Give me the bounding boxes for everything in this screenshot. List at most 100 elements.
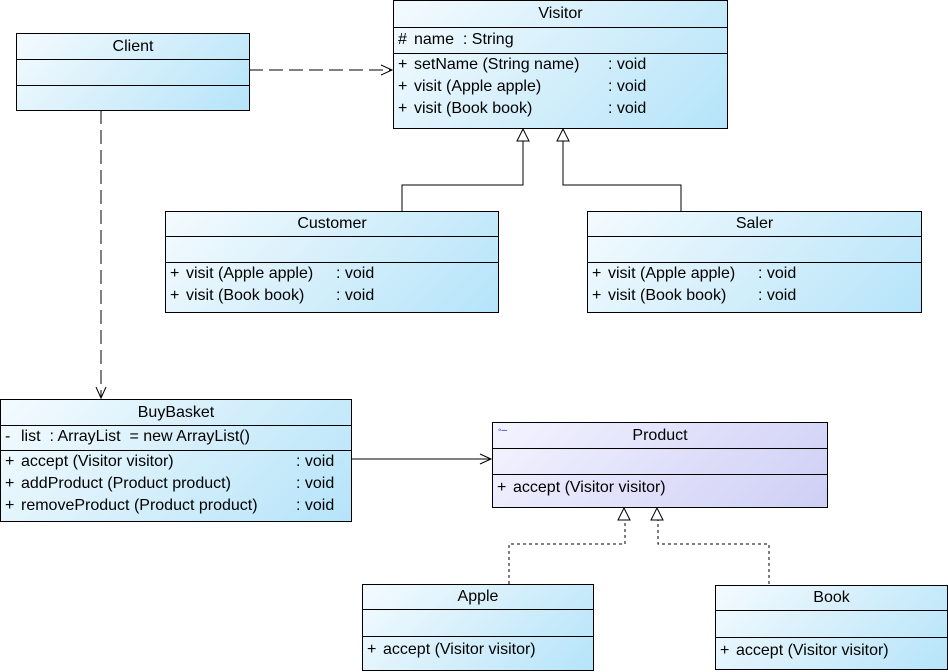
attributes-section: # name : String: [394, 28, 727, 54]
visibility-marker: +: [398, 78, 408, 95]
operation-signature: setName (String name): [414, 56, 580, 73]
attributes-section: [588, 237, 921, 263]
visibility-marker: +: [367, 641, 377, 658]
operation-signature: visit (Apple apple): [186, 265, 314, 282]
class-name: Client: [17, 34, 249, 60]
generalization-customer-visitor[interactable]: [401, 127, 530, 211]
operations-section: + visit (Apple apple) : void + visit (Book …: [166, 263, 498, 307]
hollow-triangle-icon: [516, 127, 530, 142]
class-apple[interactable]: Apple + accept (Visitor visitor): [362, 584, 594, 671]
class-visitor[interactable]: Visitor # name : String + setName (String …: [393, 0, 728, 129]
visibility-marker: -: [5, 428, 11, 445]
visibility-marker: +: [592, 265, 602, 282]
class-name: Saler: [588, 212, 921, 237]
return-type: : void: [608, 78, 647, 95]
operations-section: [17, 86, 249, 110]
visibility-marker: +: [5, 497, 15, 514]
operation-signature: visit (Apple apple): [414, 78, 542, 95]
attributes-section: [17, 60, 249, 86]
operation-row: + addProduct (Product product) : void: [1, 473, 351, 495]
operation-signature: removeProduct (Product product): [21, 497, 258, 514]
operation-row: + removeProduct (Product product) : void: [1, 495, 351, 517]
dependency-client-buybasket[interactable]: [95, 110, 107, 400]
operation-row: + visit (Apple apple) : void: [166, 263, 498, 285]
dependency-client-visitor[interactable]: [249, 64, 394, 76]
operation-row: + accept (Visitor visitor): [716, 640, 947, 662]
generalization-saler-visitor[interactable]: [556, 127, 682, 211]
return-type: : void: [758, 265, 797, 282]
visibility-marker: +: [5, 475, 15, 492]
realization-apple-product[interactable]: [508, 506, 631, 584]
hollow-triangle-icon: [650, 506, 664, 521]
visibility-marker: +: [398, 100, 408, 117]
operation-row: + visit (Book book) : void: [588, 285, 921, 307]
operations-section: + accept (Visitor visitor): [716, 638, 947, 662]
open-arrowhead-icon: [380, 64, 394, 76]
operations-section: + accept (Visitor visitor): [363, 637, 593, 661]
operation-signature: accept (Visitor visitor): [736, 642, 889, 659]
operation-row: + accept (Visitor visitor): [493, 477, 827, 499]
attribute-text: list : ArrayList = new ArrayList(): [21, 428, 250, 445]
hollow-triangle-icon: [617, 506, 631, 521]
class-book[interactable]: Book + accept (Visitor visitor): [715, 585, 948, 670]
class-customer[interactable]: Customer + visit (Apple apple) : void + vis…: [165, 211, 499, 313]
class-saler[interactable]: Saler + visit (Apple apple) : void + visit …: [587, 211, 922, 313]
operation-row: + visit (Book book) : void: [394, 98, 727, 120]
class-name: Customer: [166, 212, 498, 237]
class-name: Visitor: [394, 1, 727, 28]
interface-lollipop-icon: ◦–: [498, 425, 508, 436]
visibility-marker: +: [592, 287, 602, 304]
operations-section: + accept (Visitor visitor) : void + addProd…: [1, 451, 351, 517]
class-buybasket[interactable]: BuyBasket -list : ArrayList = new ArrayL…: [0, 399, 352, 522]
operations-section: + visit (Apple apple) : void + visit (Book …: [588, 263, 921, 307]
operation-signature: addProduct (Product product): [21, 475, 231, 492]
realization-book-product[interactable]: [650, 506, 770, 584]
attribute-row: # name : String: [394, 29, 727, 51]
operation-signature: visit (Book book): [186, 287, 305, 304]
return-type: : void: [296, 475, 335, 492]
visibility-marker: +: [398, 56, 408, 73]
open-arrowhead-icon: [479, 453, 493, 465]
return-type: : void: [296, 497, 335, 514]
operation-signature: visit (Book book): [608, 287, 727, 304]
attributes-section: [493, 449, 827, 475]
operation-row: + visit (Book book) : void: [166, 285, 498, 307]
operation-row: + accept (Visitor visitor) : void: [1, 451, 351, 473]
association-buybasket-product[interactable]: [351, 453, 493, 465]
class-product[interactable]: ◦– Product + accept (Visitor visitor): [492, 422, 828, 508]
return-type: : void: [608, 100, 647, 117]
operations-section: + setName (String name) : void + visit (App…: [394, 54, 727, 120]
return-type: : void: [336, 265, 375, 282]
return-type: : void: [336, 287, 375, 304]
class-name: Product: [632, 427, 688, 444]
class-name: Apple: [363, 585, 593, 610]
visibility-marker: +: [170, 265, 180, 282]
operation-row: + setName (String name) : void: [394, 54, 727, 76]
operation-signature: visit (Book book): [414, 100, 533, 117]
operation-signature: accept (Visitor visitor): [513, 479, 666, 496]
operation-row: + visit (Apple apple) : void: [394, 76, 727, 98]
attributes-section: [716, 611, 947, 638]
visibility-marker: +: [720, 642, 730, 659]
class-name: Book: [716, 586, 947, 611]
visibility-marker: +: [497, 479, 507, 496]
class-client[interactable]: Client: [16, 33, 250, 111]
visibility-marker: #: [398, 31, 407, 48]
return-type: : void: [758, 287, 797, 304]
return-type: : void: [608, 56, 647, 73]
visibility-marker: +: [5, 453, 15, 470]
attributes-section: [166, 237, 498, 263]
operation-signature: visit (Apple apple): [608, 265, 736, 282]
operation-signature: accept (Visitor visitor): [21, 453, 174, 470]
visibility-marker: +: [170, 287, 180, 304]
operation-row: + accept (Visitor visitor): [363, 639, 593, 661]
hollow-triangle-icon: [556, 127, 570, 142]
return-type: : void: [296, 453, 335, 470]
open-arrowhead-icon: [95, 386, 107, 400]
operations-section: + accept (Visitor visitor): [493, 475, 827, 499]
class-name: BuyBasket: [1, 400, 351, 426]
operation-signature: accept (Visitor visitor): [383, 641, 536, 658]
operation-row: + visit (Apple apple) : void: [588, 263, 921, 285]
attribute-text: name : String: [414, 31, 514, 48]
